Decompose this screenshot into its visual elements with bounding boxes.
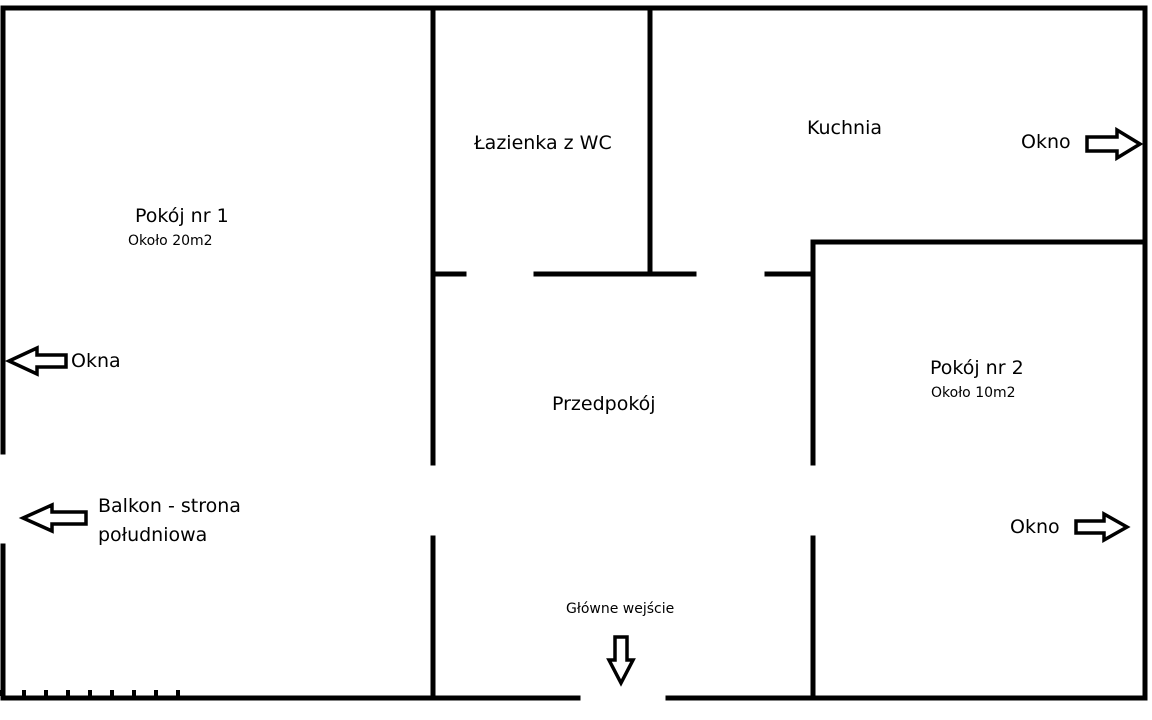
room2-area: Około 10m2	[931, 385, 1016, 401]
room2-label: Pokój nr 2	[930, 357, 1024, 379]
main-entrance-label: Główne wejście	[566, 601, 675, 617]
room1-area: Około 20m2	[128, 233, 213, 249]
arrow-left-icon	[4, 345, 68, 377]
kitchen-window-label: Okno	[1021, 131, 1071, 153]
room1-windows-label: Okna	[71, 350, 121, 372]
arrow-right-icon	[1074, 511, 1131, 543]
balcony-label-line2: południowa	[98, 524, 208, 546]
kitchen-label: Kuchnia	[807, 117, 883, 139]
arrow-left-icon	[18, 502, 88, 534]
arrow-right-icon	[1085, 126, 1144, 162]
bathroom-label: Łazienka z WC	[474, 132, 612, 154]
room1-label: Pokój nr 1	[135, 205, 229, 227]
balcony-label-line1: Balkon - strona	[98, 495, 241, 517]
room2-window-label: Okno	[1010, 516, 1060, 538]
edge-marks	[0, 690, 180, 696]
arrow-down-icon	[606, 635, 636, 687]
hall-label: Przedpokój	[552, 393, 656, 415]
